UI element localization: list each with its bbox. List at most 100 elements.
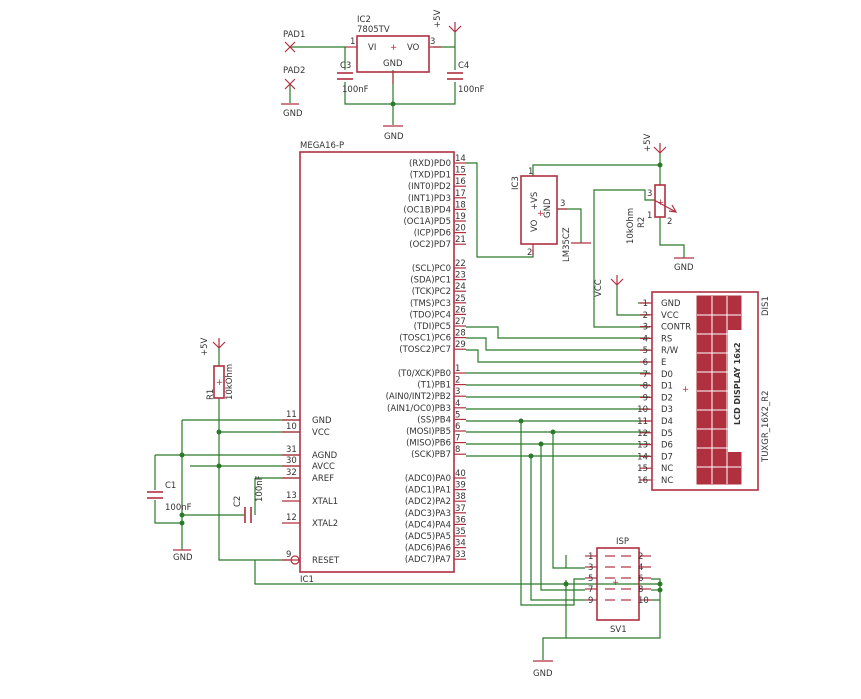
gnd-label: GND [674, 263, 694, 273]
mcu-right-pin-label: (ADC5)PA5 [405, 532, 451, 542]
vcc-label: VCC [594, 279, 604, 297]
mcu-right-pin-num: 16 [455, 177, 466, 187]
c2-value: 100nF [255, 475, 265, 502]
mcu-right-pin-label: (ADC4)PA4 [405, 520, 451, 530]
lcd-pin-label: E [661, 358, 666, 368]
lcd-pin-label: NC [661, 476, 673, 486]
lcd-pin-num: 3 [643, 323, 648, 333]
regulator-pin3: 3 [430, 37, 435, 47]
sensor-part: LM35CZ [562, 227, 572, 262]
lcd-pin-num: 1 [643, 299, 648, 309]
mcu-left-pin-label: GND [312, 416, 332, 426]
mcu-right-pin-label: (ADC1)PA1 [405, 486, 451, 496]
regulator-part: 7805TV [357, 25, 390, 35]
lcd-pin-label: D5 [661, 429, 673, 439]
mcu-left-pin-label: RESET [312, 556, 340, 566]
mcu-left-pin-num: 12 [286, 513, 297, 523]
regulator-gnd: GND [383, 59, 403, 69]
lcd-pin-num: 15 [637, 464, 648, 474]
lcd-pin-num: 6 [643, 358, 648, 368]
mcu-left-pin-num: 30 [286, 456, 297, 466]
mcu-right-pin-label: (MISO)PB6 [406, 439, 451, 449]
sensor-vs: +VS [530, 192, 540, 210]
capacitor-c2: C2 100nF [233, 475, 265, 523]
lcd-pin-num: 9 [643, 393, 648, 403]
mcu-right-pin-label: (TCK)PC2 [412, 287, 451, 297]
gnd-symbol-c1: GND [173, 549, 193, 563]
mcu-left-pin-label: XTAL2 [312, 519, 338, 529]
vcc5-symbol-r1: +5V [200, 337, 226, 356]
lcd-inner-label: LCD DISPLAY 16x2 [733, 342, 742, 425]
mcu-right-pin-label: (SDA)PC1 [410, 276, 451, 286]
lcd-pin-num: 12 [637, 429, 648, 439]
r1-value: 10kOhm [225, 364, 235, 400]
mcu-right-pin-label: (ADC3)PA3 [405, 509, 451, 519]
vcc5-label: +5V [433, 9, 443, 28]
mcu-left-pin-num: 11 [286, 410, 297, 420]
capacitor-c3: C3 100nF [337, 61, 369, 95]
mcu-name: MEGA16-P [300, 141, 344, 151]
lcd-pin-label: NC [661, 464, 673, 474]
mcu-right-pin-num: 4 [455, 399, 460, 409]
c3-name: C3 [340, 61, 351, 71]
c1-name: C1 [165, 481, 176, 491]
c2-name: C2 [233, 496, 243, 507]
lcd-pin-num: 2 [643, 311, 648, 321]
isp-left-pin-num: 1 [588, 552, 593, 562]
mcu-right-pin-num: 27 [455, 317, 466, 327]
mcu-left-pin-label: AVCC [312, 462, 335, 472]
gnd-symbol-regulator: GND [383, 125, 404, 142]
mcu-right-pin-label: (OC1B)PD4 [403, 205, 451, 215]
mcu-right-pin-num: 6 [455, 422, 460, 432]
lcd-pin-num: 5 [643, 346, 648, 356]
mcu-left-pin-num: 9 [286, 550, 291, 560]
lcd-pin-label: D3 [661, 405, 673, 415]
mcu-right-pin-label: (INT0)PD2 [408, 182, 451, 192]
isp-right-pin-num: 8 [638, 585, 643, 595]
mcu-right-pin-label: (TXD)PD1 [410, 171, 451, 181]
sensor-gnd: GND [543, 198, 553, 218]
gnd-label: GND [173, 553, 193, 563]
mcu-right-pin-num: 37 [455, 504, 466, 514]
mcu-right-pin-label: (TMS)PC3 [410, 299, 451, 309]
c4-value: 100nF [458, 85, 485, 95]
mcu-right-pin-label: (TDO)PC4 [409, 310, 451, 320]
origin-marker: + [612, 578, 619, 588]
isp-designator: SV1 [610, 625, 627, 635]
lcd-pin-num: 10 [637, 405, 648, 415]
mcu-right-pin-num: 7 [455, 434, 460, 444]
mcu-left-pins: 11GND10VCC31AGND30AVCC32AREF13XTAL112XTA… [282, 410, 340, 566]
mcu-right-pin-label: (SS)PB4 [417, 415, 451, 425]
origin-marker: + [537, 209, 544, 219]
mcu-right-pin-num: 25 [455, 294, 466, 304]
mcu-right-pin-num: 36 [455, 515, 466, 525]
mcu-right-pin-num: 14 [455, 154, 466, 164]
isp-left-pin-num: 7 [588, 585, 593, 595]
lcd-pin-label: GND [661, 299, 681, 309]
origin-marker: + [390, 43, 397, 53]
sensor-designator: IC3 [511, 176, 521, 190]
mcu-right-pin-num: 3 [455, 387, 460, 397]
mcu-left-pin-label: AGND [312, 451, 338, 461]
lcd-part: TUXGR_16X2_R2 [761, 390, 771, 463]
gnd-label: GND [283, 109, 303, 119]
mcu-right-pin-num: 20 [455, 224, 466, 234]
lcd-pin-num: 14 [637, 452, 648, 462]
mcu-right-pin-label: (ADC0)PA0 [405, 474, 451, 484]
lcd-pin-label: CONTR [661, 323, 691, 333]
lcd-pin-label: D1 [661, 382, 673, 392]
lcd-pin-num: 11 [637, 417, 648, 427]
regulator-vo: VO [407, 43, 420, 53]
mcu-right-pin-label: (OC2)PD7 [409, 240, 451, 250]
lcd-pin-label: D6 [661, 441, 673, 451]
mcu-right-pin-label: (ADC2)PA2 [405, 497, 451, 507]
junctions [179, 101, 663, 593]
lcd-pin-label: D2 [661, 393, 673, 403]
lcd-pin-num: 16 [637, 476, 648, 486]
mcu-left-pin-num: 31 [286, 445, 297, 455]
mcu-right-pin-num: 2 [455, 376, 460, 386]
mcu-left-pin-label: AREF [312, 474, 334, 484]
mcu-right-pin-num: 35 [455, 527, 466, 537]
